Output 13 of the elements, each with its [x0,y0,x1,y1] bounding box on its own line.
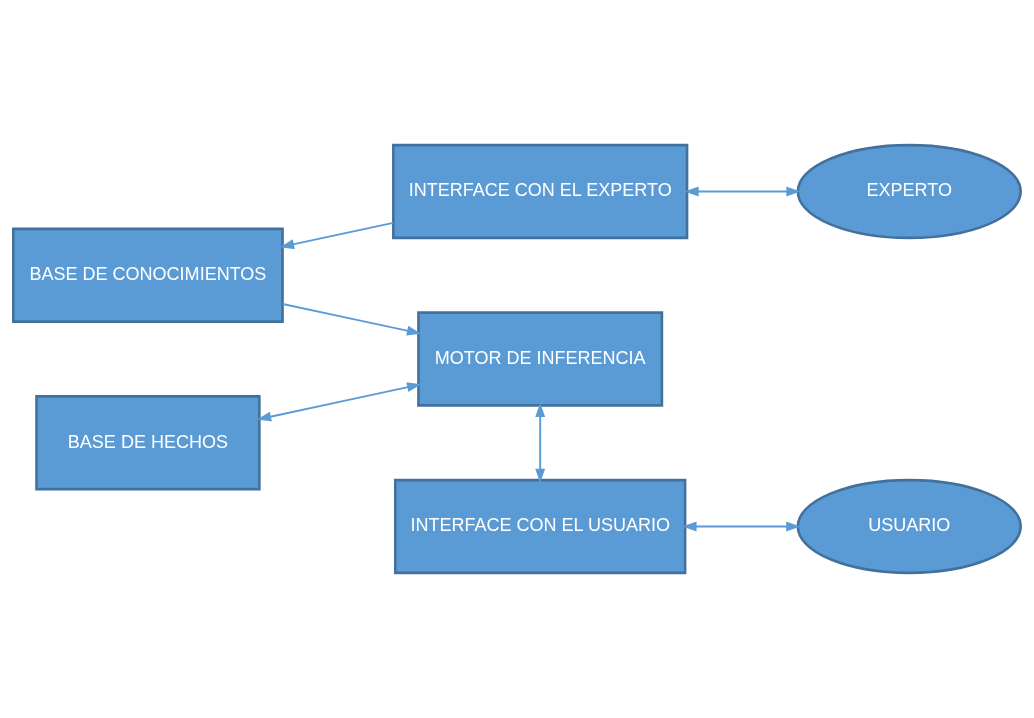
arrow [682,521,801,532]
node-box: BASE DE CONOCIMIENTOS [12,227,284,323]
arrow [684,186,801,197]
node-ellipse: EXPERTO [796,143,1022,240]
node-box: BASE DE HECHOS [35,395,261,491]
arrow [281,303,422,336]
arrow [257,382,422,422]
node-box: INTERFACE CON EL EXPERTO [392,143,689,240]
arrow [535,402,546,483]
node-ellipse: USUARIO [796,478,1022,575]
node-box: INTERFACE CON EL USUARIO [393,478,687,575]
node-box: MOTOR DE INFERENCIA [417,311,664,407]
arrow [279,221,395,250]
